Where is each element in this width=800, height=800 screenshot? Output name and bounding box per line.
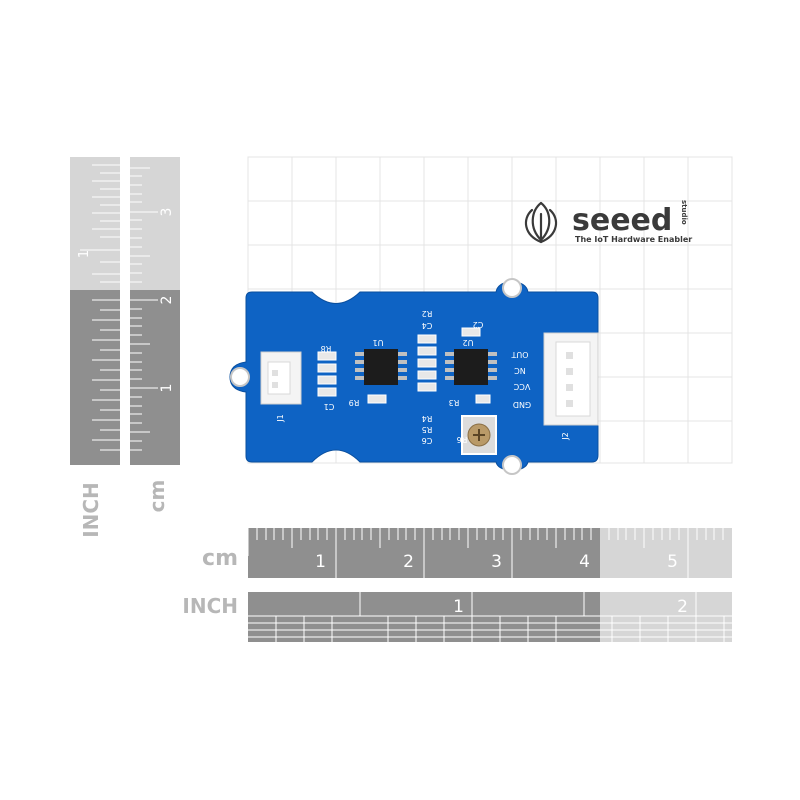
connector-j1-label: J1: [276, 414, 285, 422]
horizontal-cm-tick-label: 3: [491, 552, 502, 572]
vertical-cm-tick-label: 3: [159, 208, 175, 217]
brand-tagline: The IoT Hardware Enabler: [575, 235, 692, 244]
component-label: C6: [422, 436, 433, 445]
chip-u1-label: U1: [373, 338, 384, 347]
component-label: R3: [449, 398, 460, 407]
vertical-inch-unit-label: INCH: [79, 482, 103, 538]
component-label: C1: [324, 402, 335, 411]
component-label: R9: [349, 398, 360, 407]
grove-board: J1 J2 U1: [229, 278, 599, 475]
vertical-cm-unit-label: cm: [145, 480, 169, 513]
pin-label: OUT: [511, 350, 528, 359]
brand-name: seeed: [572, 203, 672, 238]
horizontal-cm-tick-label: 2: [403, 552, 414, 572]
horizontal-cm-tick-label: 5: [667, 552, 678, 572]
potentiometer-r6: [461, 415, 497, 455]
connector-j2-label: J2: [561, 432, 570, 440]
component-label: R4: [422, 414, 433, 423]
component-label: C2: [473, 320, 484, 329]
horizontal-inch-tick-label: 2: [677, 597, 688, 617]
vertical-cm-tick-label: 2: [159, 296, 175, 305]
horizontal-inch-ruler: INCH 1 2: [182, 592, 732, 642]
horizontal-inch-unit-label: INCH: [182, 594, 238, 618]
pin-label: NC: [514, 366, 526, 375]
connector-j1: J1: [260, 351, 302, 423]
component-label: R2: [422, 309, 433, 318]
horizontal-cm-ruler: cm 1 2 3 4 5: [202, 528, 732, 578]
vertical-cm-ruler: 3 2 1 cm: [130, 157, 180, 512]
seeed-flame-logo-icon: [524, 201, 558, 244]
component-label: R5: [422, 425, 433, 434]
vertical-inch-tick-label: 1: [77, 250, 92, 258]
brand-logo: seeed studio The IoT Hardware Enabler: [524, 200, 692, 244]
connector-j2: J2: [543, 332, 599, 441]
mount-hole: [502, 455, 522, 475]
component-label: R8: [321, 344, 332, 353]
vertical-cm-tick-label: 1: [159, 384, 175, 393]
pin-label: VCC: [513, 382, 530, 391]
component-label: R6: [457, 435, 468, 444]
vertical-inch-ruler: 1 INCH: [70, 157, 120, 538]
chip-u2-label: U2: [463, 338, 474, 347]
chip-u1: U1: [355, 338, 407, 385]
chip-u2: U2: [445, 338, 497, 385]
mount-hole: [230, 367, 250, 387]
mount-hole: [502, 278, 522, 298]
brand-side-text: studio: [680, 200, 688, 225]
component-label: C4: [422, 321, 433, 330]
horizontal-inch-tick-label: 1: [453, 597, 464, 617]
pin-label: GND: [513, 400, 531, 409]
horizontal-cm-tick-label: 4: [579, 552, 590, 572]
horizontal-cm-tick-label: 1: [315, 552, 326, 572]
passive-components: [317, 327, 491, 404]
horizontal-cm-unit-label: cm: [202, 546, 238, 571]
